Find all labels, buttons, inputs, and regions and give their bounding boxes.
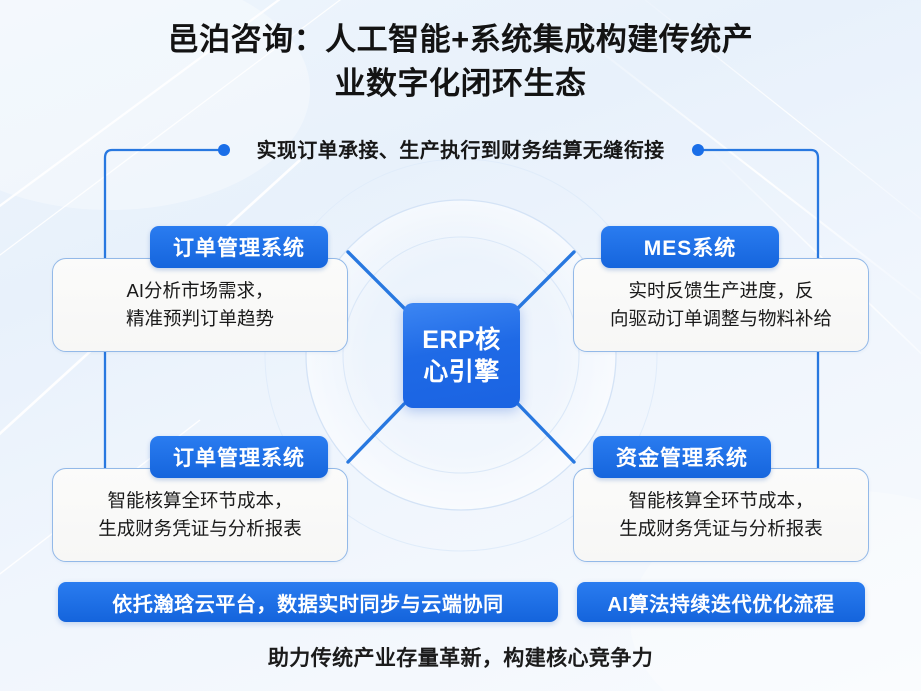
hub-line-2: 心引擎 — [423, 357, 500, 386]
card-body-line-1: AI分析市场需求， — [126, 280, 274, 302]
card-body-line-1: 智能核算全环节成本， — [628, 490, 814, 512]
card-header-label: 订单管理系统 — [150, 436, 328, 478]
title-line-2: 业数字化闭环生态 — [334, 66, 587, 102]
card-body-line-2: 生成财务凭证与分析报表 — [98, 518, 302, 539]
erp-core-hub[interactable]: ERP核 心引擎 — [403, 303, 520, 408]
banner-ai-algorithm[interactable]: AI算法持续迭代优化流程 — [577, 582, 865, 622]
card-body: 智能核算全环节成本， 生成财务凭证与分析报表 — [52, 468, 348, 562]
page-title: 邑泊咨询：人工智能+系统集成构建传统产 业数字化闭环生态 — [0, 18, 921, 106]
card-header-label: MES系统 — [601, 226, 779, 268]
footer-caption: 助力传统产业存量革新，构建核心竞争力 — [267, 647, 654, 670]
card-body-line-1: 智能核算全环节成本， — [107, 490, 293, 512]
card-header-label: 资金管理系统 — [593, 436, 771, 478]
card-body-line-1: 实时反馈生产进度，反 — [628, 280, 814, 302]
card-body-line-2: 向驱动订单调整与物料补给 — [609, 308, 832, 329]
card-body-line-2: 生成财务凭证与分析报表 — [619, 518, 823, 539]
card-body: 智能核算全环节成本， 生成财务凭证与分析报表 — [573, 468, 869, 562]
card-body: AI分析市场需求， 精准预判订单趋势 — [52, 258, 348, 352]
title-line-1: 邑泊咨询：人工智能+系统集成构建传统产 — [167, 22, 754, 57]
subtitle: 实现订单承接、生产执行到财务结算无缝衔接 — [256, 140, 665, 162]
banner-cloud-platform[interactable]: 依托瀚琀云平台，数据实时同步与云端协同 — [58, 582, 558, 622]
card-body-line-2: 精准预判订单趋势 — [125, 308, 274, 329]
card-header-label: 订单管理系统 — [150, 226, 328, 268]
card-body: 实时反馈生产进度，反 向驱动订单调整与物料补给 — [573, 258, 869, 352]
hub-line-1: ERP核 — [422, 325, 501, 354]
